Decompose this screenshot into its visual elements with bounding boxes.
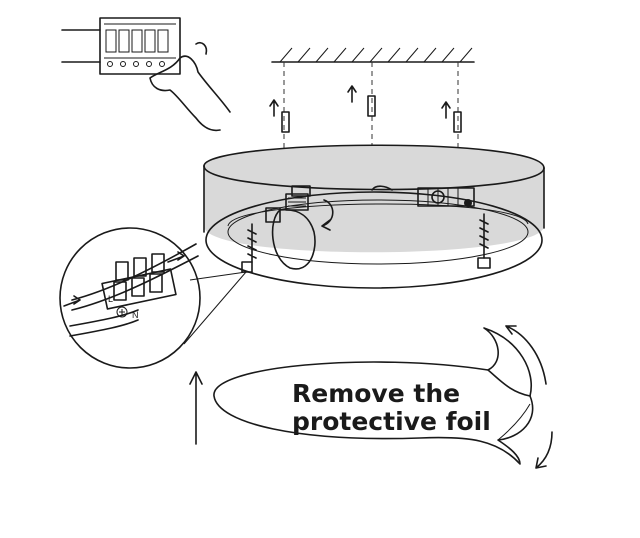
terminal-block-small (265, 207, 281, 223)
breaker-row (104, 23, 176, 67)
drum-shade (203, 144, 545, 289)
mounting-anchors (269, 85, 462, 133)
foil-caption-line1: Remove the (292, 379, 460, 408)
rotate-arrow-icon (321, 199, 334, 231)
anchor-left (269, 99, 290, 133)
terminal-connector (101, 253, 177, 318)
anchor-center (347, 85, 376, 117)
protective-foil (213, 327, 534, 465)
hand-outline (149, 55, 231, 132)
terminal-label-l: L (108, 294, 113, 304)
anchor-right (441, 101, 462, 133)
mounting-screws (241, 213, 491, 273)
peel-arrow-up-icon (505, 325, 547, 385)
lift-arrow-icon (189, 371, 203, 445)
terminal-label-n: N (132, 310, 139, 320)
foil-caption-line2: protective foil (292, 407, 491, 436)
fuse-box-illustration (61, 17, 231, 132)
peel-arrow-down-icon (535, 431, 553, 469)
lamp-socket-right (371, 185, 475, 207)
wiring-inset: L N (59, 227, 247, 369)
light-bulb (271, 185, 316, 270)
